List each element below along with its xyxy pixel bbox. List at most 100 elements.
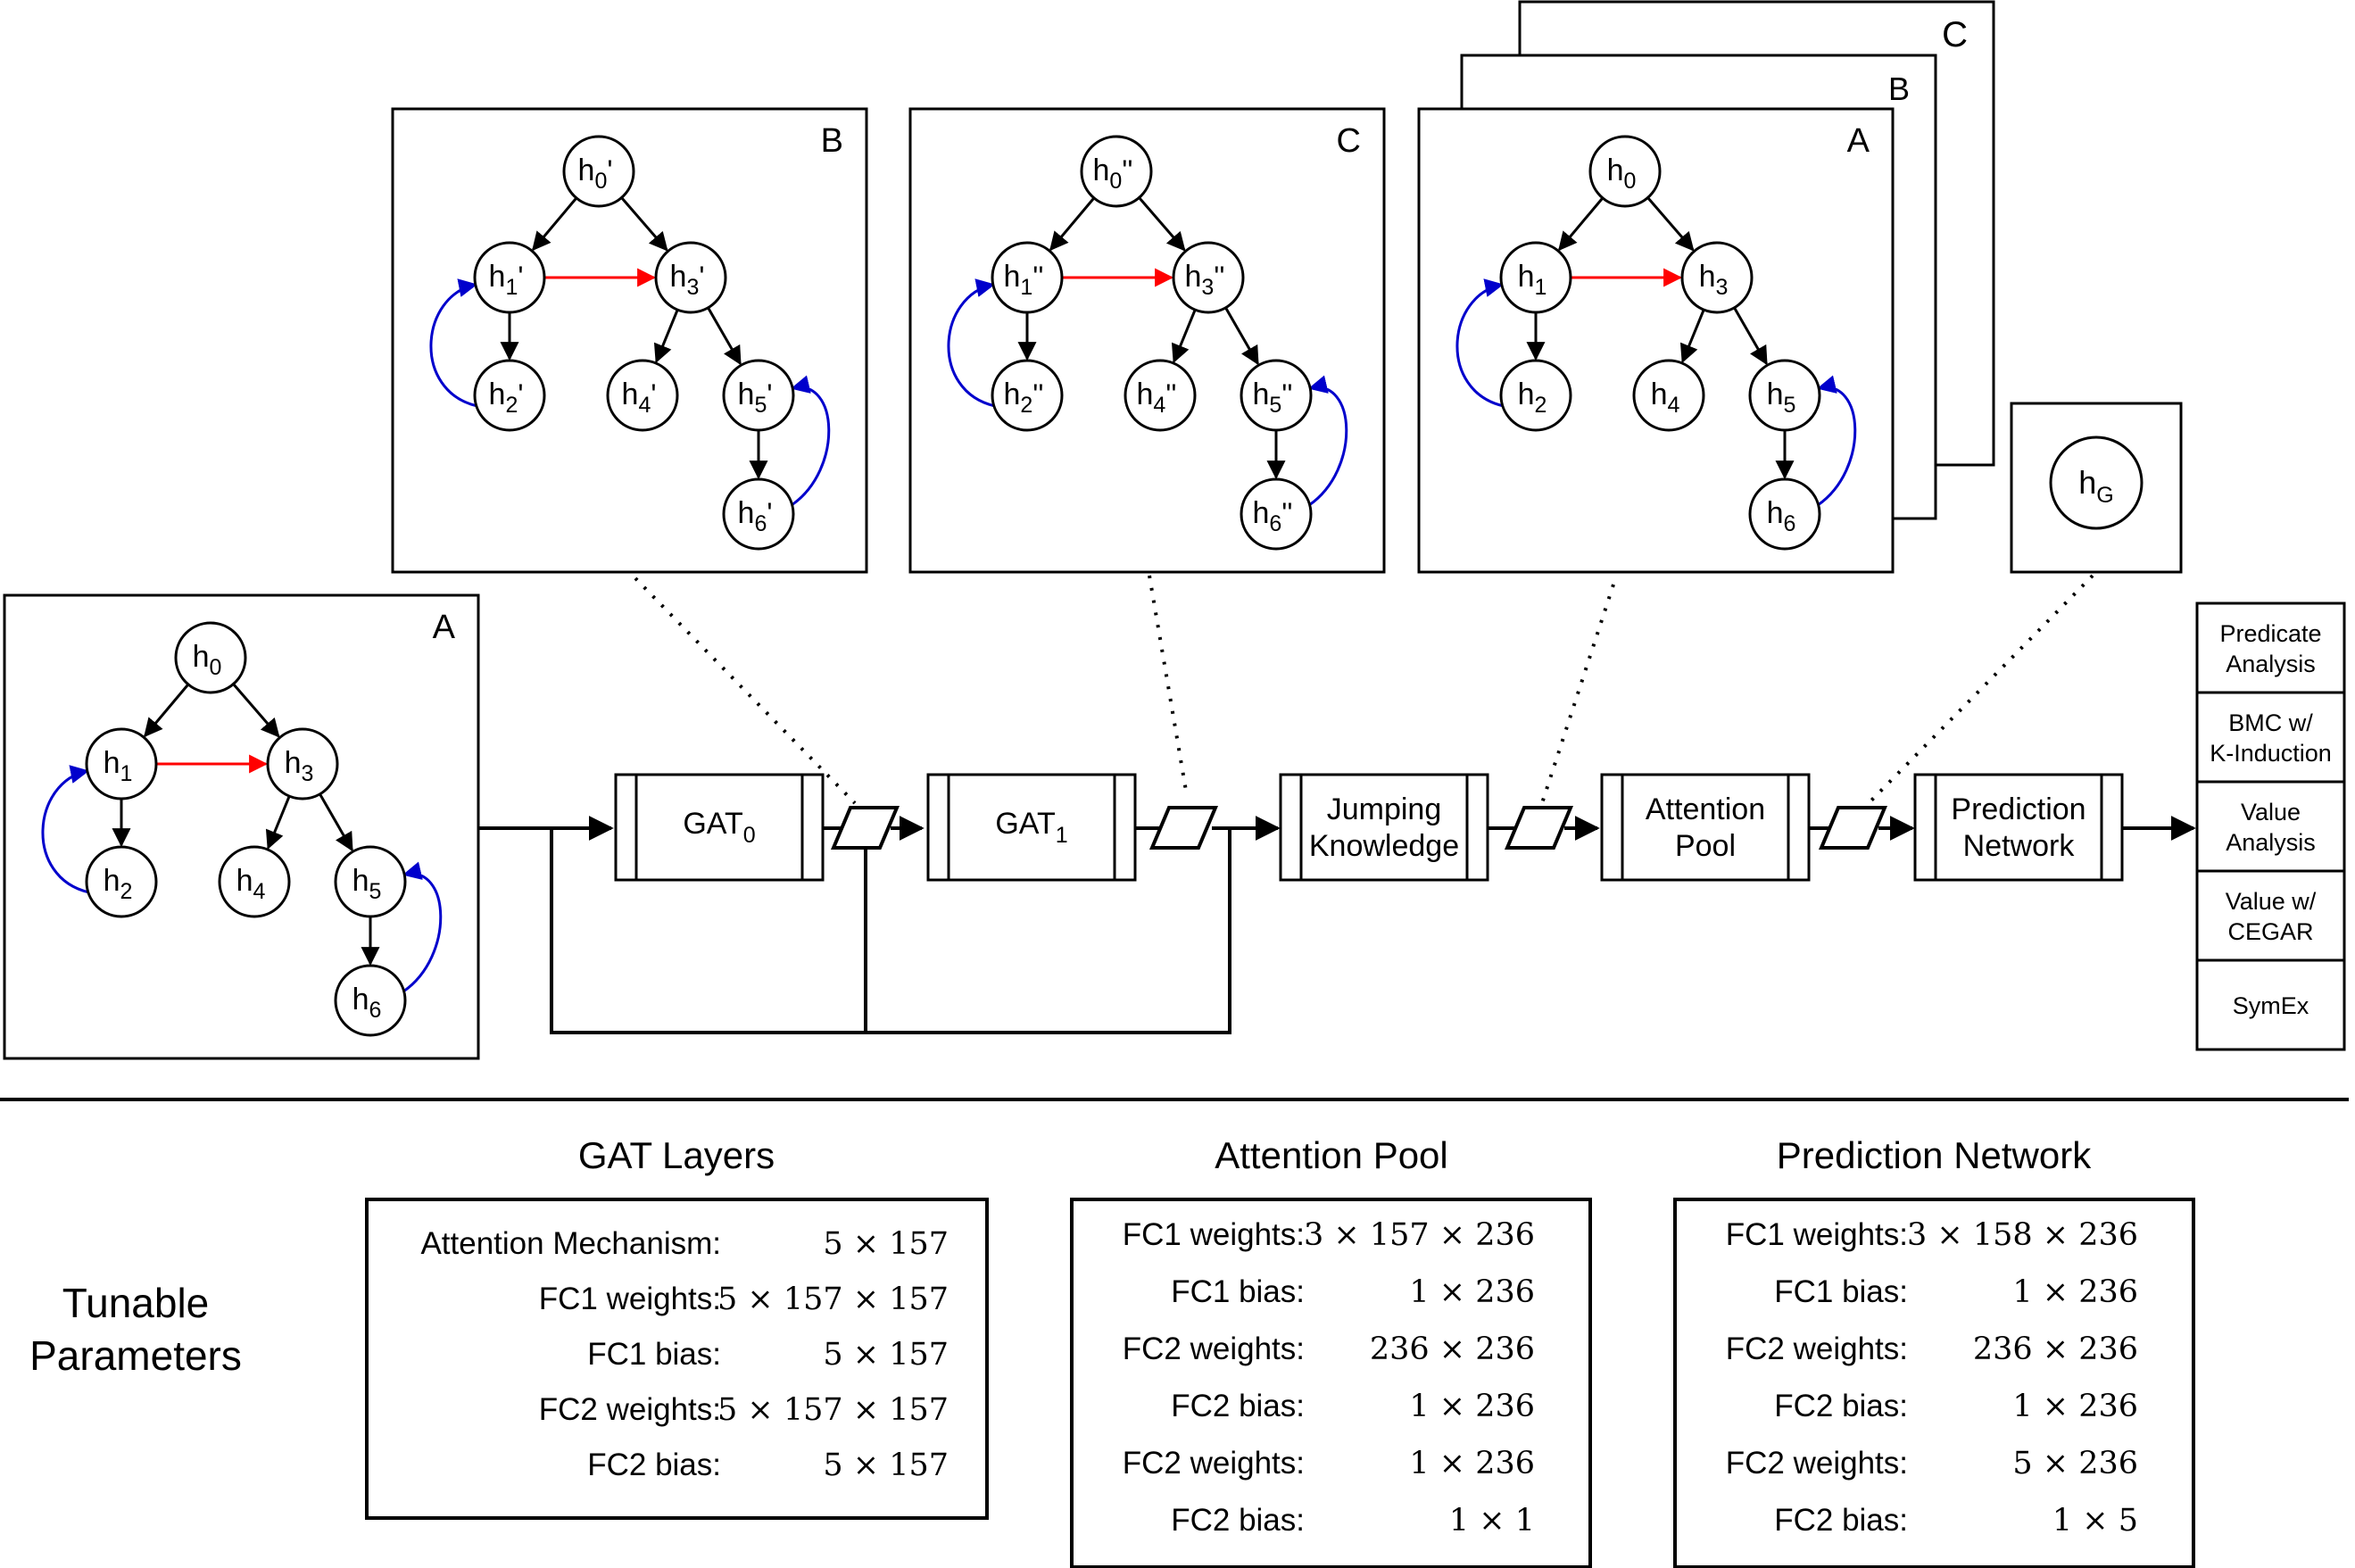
param-label: FC2 weights: [539, 1392, 721, 1427]
output-label: Analysis [2226, 651, 2316, 677]
param-value: 1 × 236 [1409, 1446, 1535, 1481]
graph-node-label: h0'' [1092, 153, 1132, 194]
prediction-network-box [1913, 773, 2124, 882]
param-value: 1 × 5 [2052, 1503, 2138, 1539]
graph-node-h3 [1680, 241, 1754, 314]
graph-edge-blue [1455, 278, 1505, 408]
graph-edge [1049, 196, 1096, 252]
graph-node-label: h5 [1767, 377, 1796, 418]
graph-node-h1 [991, 241, 1064, 314]
graph-edge-blue [41, 765, 90, 894]
graph-node-hg [2049, 436, 2144, 530]
param-value: 1 × 1 [1449, 1503, 1535, 1539]
param-value: 1 × 236 [1409, 1274, 1535, 1310]
graph-node-label: h3'' [1184, 260, 1224, 300]
graph-node-h1 [1499, 241, 1572, 314]
graph-edge-blue [1307, 375, 1348, 507]
graph-edge-blue [790, 375, 831, 507]
graph-node-h4 [218, 845, 291, 918]
graph-node-h5 [1240, 359, 1313, 432]
param-label: Attention Mechanism: [420, 1226, 721, 1261]
tunable-label-line1: Tunable [62, 1280, 210, 1326]
param-label: FC2 weights: [1726, 1332, 1908, 1366]
graph-edge [1679, 309, 1705, 363]
graph-edge [532, 196, 578, 252]
graph-edge-blue [1816, 375, 1857, 507]
graph-node-h2 [991, 359, 1064, 432]
graph-node-h3 [1172, 241, 1245, 314]
param-value: 3 × 158 × 236 [1907, 1217, 2138, 1253]
graph-edge-blue [429, 278, 478, 408]
graph-edge [1224, 307, 1259, 366]
gat0-label: GAT0 [683, 807, 755, 848]
graph-edge [1171, 309, 1197, 363]
graph-node-h2 [1499, 359, 1572, 432]
graph-panel-layer-c: Ch0''h1''h2''h3''h4''h5''h6'' [908, 107, 1386, 574]
panel-label: B [821, 122, 843, 160]
graph-node-label: h2 [104, 864, 133, 904]
graph-edge [144, 683, 190, 738]
graph-node-label: h1 [1518, 260, 1547, 300]
graph-node-h2 [85, 845, 158, 918]
param-table-title: GAT Layers [578, 1134, 775, 1176]
param-label: FC2 bias: [587, 1448, 721, 1482]
param-value: 1 × 236 [2012, 1389, 2138, 1424]
graph-node-label: h6 [352, 983, 382, 1023]
output-label: Value [2241, 799, 2301, 825]
param-label: FC1 bias: [1171, 1274, 1305, 1309]
param-label: FC2 weights: [1726, 1446, 1908, 1481]
graph-node-label: h4 [236, 864, 266, 904]
jk-label-line2: Knowledge [1309, 829, 1459, 863]
param-value: 5 × 157 [823, 1226, 949, 1262]
param-value: 236 × 236 [1370, 1332, 1535, 1367]
param-label: FC2 bias: [1171, 1503, 1305, 1538]
output-label: CEGAR [2227, 918, 2313, 945]
stack-label-b: B [1888, 71, 1910, 107]
graph-node-label: h2' [489, 377, 524, 418]
graph-edge [707, 307, 742, 366]
gat1-box [926, 773, 1137, 882]
graph-node-label: hG [2078, 464, 2113, 508]
graph-node-h6 [334, 964, 407, 1037]
graph-edge [620, 196, 668, 252]
graph-node-h5 [1748, 359, 1821, 432]
graph-node-label: h2 [1518, 377, 1547, 418]
graph-node-label: h6 [1767, 496, 1796, 536]
process-boxes [614, 773, 2124, 882]
graph-node-label: h4' [622, 377, 657, 418]
graph-node-label: h3' [670, 260, 705, 300]
param-value: 1 × 236 [2012, 1274, 2138, 1310]
dotted-leaders [634, 574, 2094, 805]
graph-node-label: h5' [738, 377, 773, 418]
param-value: 5 × 157 [823, 1448, 949, 1483]
graph-node-h2 [473, 359, 546, 432]
graph-node-h3 [654, 241, 727, 314]
graph-edge [1138, 196, 1186, 252]
param-label: FC1 weights: [1123, 1217, 1305, 1252]
param-value: 5 × 157 × 157 [717, 1392, 949, 1428]
graph-node-h5 [722, 359, 795, 432]
param-value: 5 × 157 [823, 1337, 949, 1373]
output-label: BMC w/ [2228, 709, 2313, 736]
param-value: 3 × 157 × 236 [1304, 1217, 1535, 1253]
param-label: FC2 bias: [1171, 1389, 1305, 1423]
graph-node-h4 [606, 359, 679, 432]
output-item: BMC w/K-Induction [2195, 691, 2346, 784]
graph-node-h1 [85, 727, 158, 801]
panel-label: C [1337, 122, 1361, 160]
output-item: Value w/CEGAR [2195, 869, 2346, 962]
graph-edge [265, 795, 291, 850]
graph-node-h4 [1632, 359, 1705, 432]
graph-node-label: h0' [578, 153, 613, 194]
graph-edge [653, 309, 679, 363]
param-value: 236 × 236 [1973, 1332, 2138, 1367]
graph-node-h0 [1588, 135, 1662, 208]
panel-label: A [433, 609, 456, 646]
graph-node-label: h5'' [1252, 377, 1292, 418]
pred-label-line2: Network [1963, 829, 2076, 863]
